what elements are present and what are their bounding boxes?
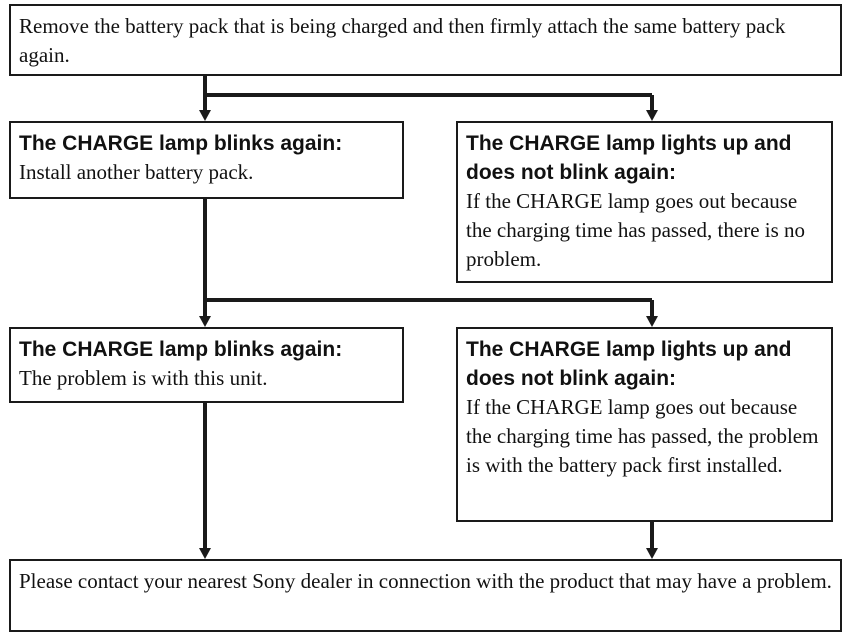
arrow-head-icon — [646, 548, 658, 559]
step2-left-heading: The CHARGE lamp blinks again: — [19, 338, 343, 361]
step1-left-text: Install another battery pack. — [19, 160, 254, 184]
start-text: Remove the battery pack that is being ch… — [19, 14, 786, 67]
arrow-head-icon — [199, 110, 211, 121]
step2-left-box: The CHARGE lamp blinks again: The proble… — [9, 327, 404, 403]
step1-right-heading: The CHARGE lamp lights up and does not b… — [466, 132, 792, 184]
step1-left-heading: The CHARGE lamp blinks again: — [19, 132, 343, 155]
step1-left-box: The CHARGE lamp blinks again: Install an… — [9, 121, 404, 199]
start-box: Remove the battery pack that is being ch… — [9, 4, 842, 76]
arrow-head-icon — [199, 316, 211, 327]
end-text: Please contact your nearest Sony dealer … — [19, 569, 832, 593]
arrow-head-icon — [646, 316, 658, 327]
step2-right-box: The CHARGE lamp lights up and does not b… — [456, 327, 833, 522]
step1-right-box: The CHARGE lamp lights up and does not b… — [456, 121, 833, 283]
step2-right-text: If the CHARGE lamp goes out because the … — [466, 395, 819, 477]
end-box: Please contact your nearest Sony dealer … — [9, 559, 842, 632]
step2-left-text: The problem is with this unit. — [19, 366, 268, 390]
step1-right-text: If the CHARGE lamp goes out because the … — [466, 189, 806, 271]
arrow-head-icon — [646, 110, 658, 121]
arrow-head-icon — [199, 548, 211, 559]
step2-right-heading: The CHARGE lamp lights up and does not b… — [466, 338, 792, 390]
